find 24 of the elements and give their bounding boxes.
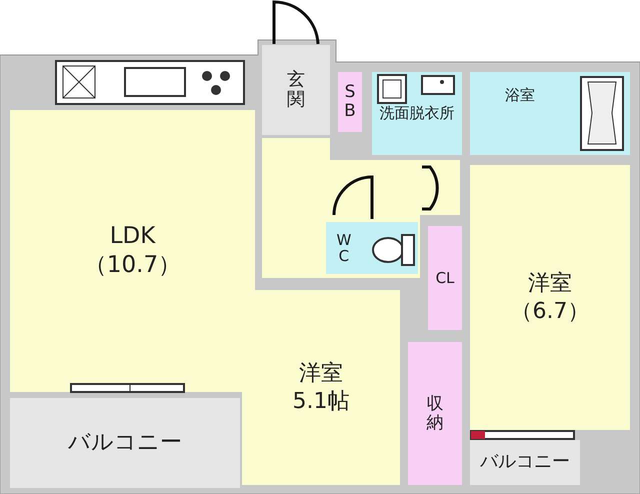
room-area <box>10 110 255 392</box>
room-area <box>338 72 362 132</box>
room-area <box>242 290 400 485</box>
room-label: （6.7） <box>510 298 590 325</box>
room-area <box>262 45 330 135</box>
room-area <box>10 398 240 488</box>
room-label: 収納 <box>426 394 444 432</box>
room-label: 洗面脱衣所 <box>380 104 454 123</box>
room-label: 洋室 <box>528 270 572 298</box>
room-label: （10.7） <box>84 251 182 280</box>
room-label: WC <box>336 232 352 264</box>
room-area <box>428 226 462 330</box>
room-area <box>470 440 580 485</box>
room-label: CL <box>436 268 454 288</box>
room-area <box>470 165 630 430</box>
room-label: LDK <box>110 222 156 251</box>
room-label: 洋室 <box>299 360 343 388</box>
room-label: 5.1帖 <box>292 388 350 415</box>
room-area <box>408 342 462 485</box>
room-label: 浴室 <box>505 86 535 105</box>
room-label: バルコニー <box>480 451 570 474</box>
room-label: 玄関 <box>286 70 306 110</box>
room-label: バルコニー <box>68 429 182 457</box>
room-label: SB <box>343 83 357 121</box>
